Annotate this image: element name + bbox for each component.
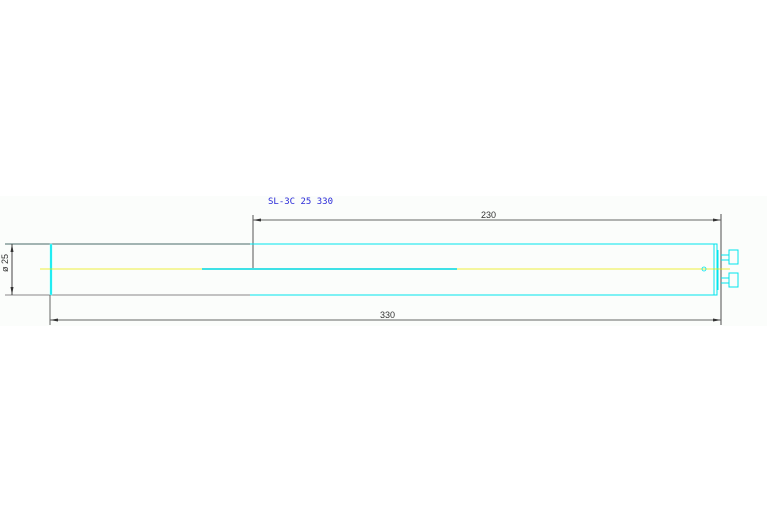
- cylinder-body: [5, 243, 719, 296]
- diameter-dimension: ø 25: [0, 244, 14, 295]
- overall-dimension: 330: [49, 295, 721, 325]
- part-number-label: SL-3C 25 330: [268, 197, 333, 207]
- stroke-length-value: 230: [481, 210, 496, 220]
- stroke-dimension: 230: [252, 210, 722, 325]
- overall-length-value: 330: [380, 310, 395, 320]
- port-fittings: [721, 249, 739, 288]
- diameter-value: ø 25: [0, 254, 10, 272]
- centerline: [40, 266, 730, 272]
- drawing-canvas: [0, 196, 767, 326]
